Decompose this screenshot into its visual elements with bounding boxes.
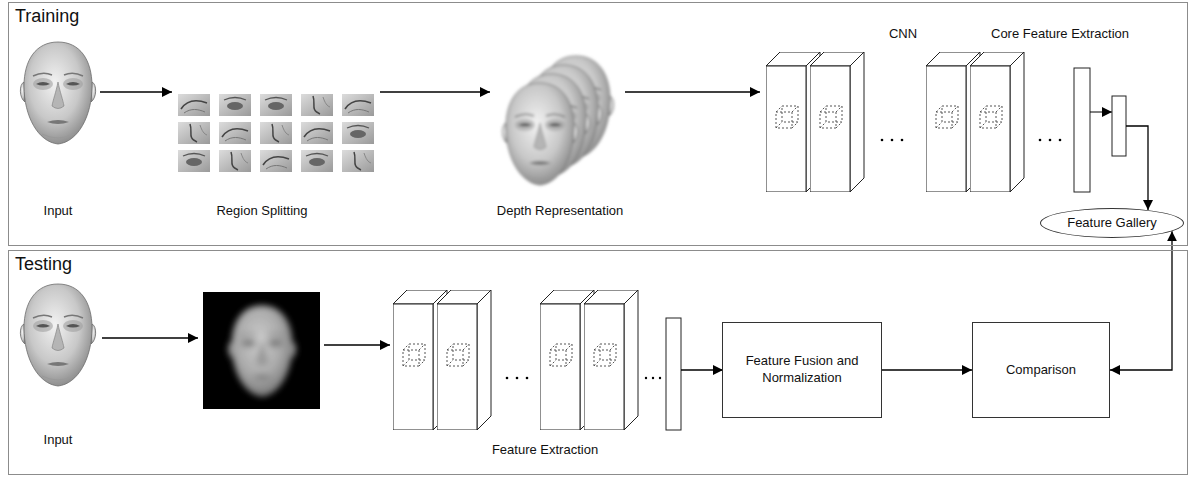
caption-label: Input: [44, 432, 73, 447]
box-text: Feature Gallery: [1067, 215, 1157, 232]
depth-stack: [502, 56, 613, 185]
input-face: [20, 42, 95, 144]
input-face: [20, 284, 95, 386]
caption-label: Region Splitting: [216, 203, 307, 218]
connector-arrow: [882, 369, 972, 370]
flow-arrow: [102, 337, 198, 338]
box-text: Feature Fusion and Normalization: [723, 353, 881, 387]
flow-arrow: [625, 91, 760, 92]
cnn-layers: [766, 52, 1090, 192]
process-box: Comparison: [972, 322, 1110, 418]
connector-arrow: [1110, 231, 1172, 370]
caption-label: Depth Representation: [497, 203, 623, 218]
flow-arrow: [681, 369, 723, 370]
flow-arrow: [380, 91, 490, 92]
flow-arrow: [1090, 112, 1112, 113]
panel-heading: Training: [15, 6, 79, 27]
stage-panel: TestingFeature Fusion and Normalization C…: [8, 250, 1188, 475]
box-text: Comparison: [996, 362, 1086, 379]
flow-arrow: [1126, 126, 1148, 210]
depth-image: [203, 292, 320, 409]
flow-arrow: [100, 91, 172, 92]
core-feature-bar: [1112, 96, 1126, 156]
caption-label: Input: [44, 203, 73, 218]
caption-label: Core Feature Extraction: [991, 26, 1129, 41]
gallery-ellipse: Feature Gallery: [1040, 208, 1184, 238]
cnn-layers: [393, 290, 681, 430]
caption-label: Feature Extraction: [492, 442, 598, 457]
caption-label: CNN: [889, 26, 917, 41]
region-tiles: [178, 94, 374, 172]
depth-face: [228, 306, 295, 397]
flow-arrow: [324, 344, 390, 345]
panel-heading: Testing: [15, 254, 72, 275]
process-box: Feature Fusion and Normalization: [722, 322, 882, 418]
